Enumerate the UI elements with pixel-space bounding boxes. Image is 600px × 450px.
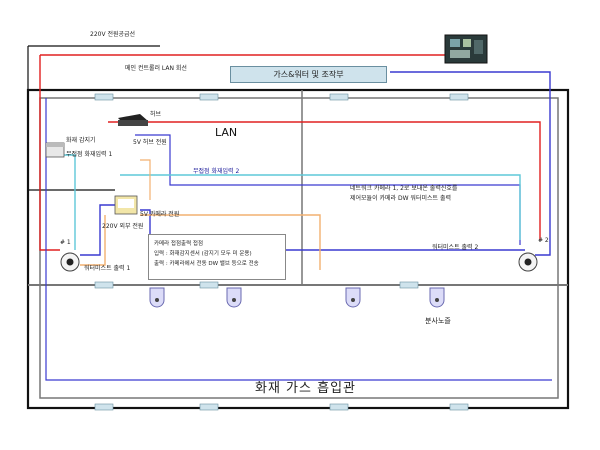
control-panel-box: 가스&워터 및 조작부 bbox=[230, 66, 387, 83]
red-lan-line bbox=[108, 121, 541, 240]
building-outline bbox=[26, 88, 570, 410]
cyan-line-2 bbox=[120, 174, 521, 240]
info-box: 카메라 접점출력 접점 입력 : 화재감지센서 (감지기 모두 미 운용) 출력… bbox=[148, 234, 286, 280]
camera-controller-icon bbox=[114, 195, 138, 215]
mist-output-1-label: 워터미스트 출력 1 bbox=[84, 265, 131, 272]
nozzle-icon bbox=[226, 287, 242, 308]
orange-line-1 bbox=[80, 215, 106, 266]
nozzle-icon bbox=[345, 287, 361, 308]
pipe-outline bbox=[39, 97, 559, 399]
network-note-1: 네트워크 카메라 1, 2로 보내온 출력신호를 bbox=[350, 185, 458, 192]
orange-line-3 bbox=[140, 159, 151, 200]
info-line-3: 출력 : 카메라에서 전동 DW 밸브 등으로 전송 bbox=[154, 261, 259, 267]
blue-hub-line bbox=[135, 134, 521, 245]
main-cable-label: 메인 컨트롤러 LAN 회선 bbox=[125, 65, 187, 72]
nozzle-icon bbox=[149, 287, 165, 308]
blue-top-line bbox=[390, 71, 551, 256]
node-2-label: # 2 bbox=[538, 237, 549, 244]
fire-detector-label: 화재 감지기 bbox=[66, 137, 96, 144]
node-1-label: # 1 bbox=[60, 239, 71, 246]
bottom-pipe-label: 화재 가스 흡입관 bbox=[255, 381, 356, 396]
camera-power-220v-label: 220V 외부 전원 bbox=[102, 223, 144, 230]
power-line-drop bbox=[27, 46, 115, 191]
nozzle-icon bbox=[429, 287, 445, 308]
camera-node-1-icon bbox=[60, 252, 80, 272]
fire-detector-icon bbox=[45, 142, 65, 158]
nozzle-label: 분사노즐 bbox=[425, 317, 451, 325]
info-line-2: 입력 : 화재감지센서 (감지기 모두 미 운용) bbox=[154, 251, 252, 257]
cyan-line-1 bbox=[55, 154, 76, 250]
mist-output-2-label: 워터미스트 출력 2 bbox=[432, 244, 479, 251]
fire-output-2-label: 무접점 화재입력 2 bbox=[193, 168, 240, 175]
orange-line-2 bbox=[140, 214, 321, 270]
blue-inner-line bbox=[45, 98, 552, 381]
camera-node-2-icon bbox=[518, 252, 538, 272]
fire-output-1-label: 무접점 화재입력 1 bbox=[66, 151, 113, 158]
hub-power-label: 5V 허브 전원 bbox=[133, 139, 167, 146]
hub-label: 허브 bbox=[150, 111, 162, 118]
camera-power-5v-label: 5V 카메라 전원 bbox=[140, 211, 180, 218]
main-controller-icon bbox=[444, 34, 488, 64]
pipe-markers bbox=[94, 93, 469, 411]
info-line-1: 카메라 접점출력 접점 bbox=[154, 241, 204, 247]
blue-cam2-line bbox=[140, 209, 525, 251]
hub-icon bbox=[118, 114, 148, 126]
power-supply-label: 220V 전원공급선 bbox=[90, 31, 136, 38]
red-main-line bbox=[39, 55, 60, 251]
lan-label: LAN bbox=[215, 126, 238, 139]
network-note-2: 제어모듈이 카메라 DW 워터미스트 출력 bbox=[350, 195, 451, 202]
blue-cam1-line bbox=[80, 204, 120, 256]
